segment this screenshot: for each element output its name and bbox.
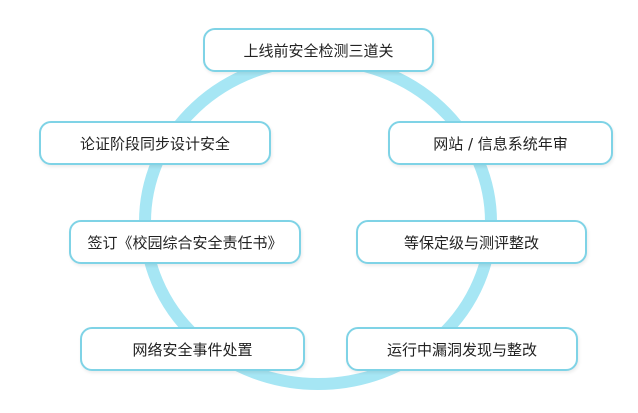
stage-node-design-security: 论证阶段同步设计安全 [39, 121, 271, 165]
stage-node-pre-launch-checks: 上线前安全检测三道关 [203, 28, 434, 72]
stage-node-annual-review: 网站 / 信息系统年审 [388, 121, 613, 165]
stage-node-responsibility-agreement: 签订《校园综合安全责任书》 [69, 220, 301, 264]
stage-node-classified-protection: 等保定级与测评整改 [356, 220, 587, 264]
stage-node-incident-handling: 网络安全事件处置 [80, 327, 305, 371]
stage-node-vulnerability-remediation: 运行中漏洞发现与整改 [346, 327, 578, 371]
